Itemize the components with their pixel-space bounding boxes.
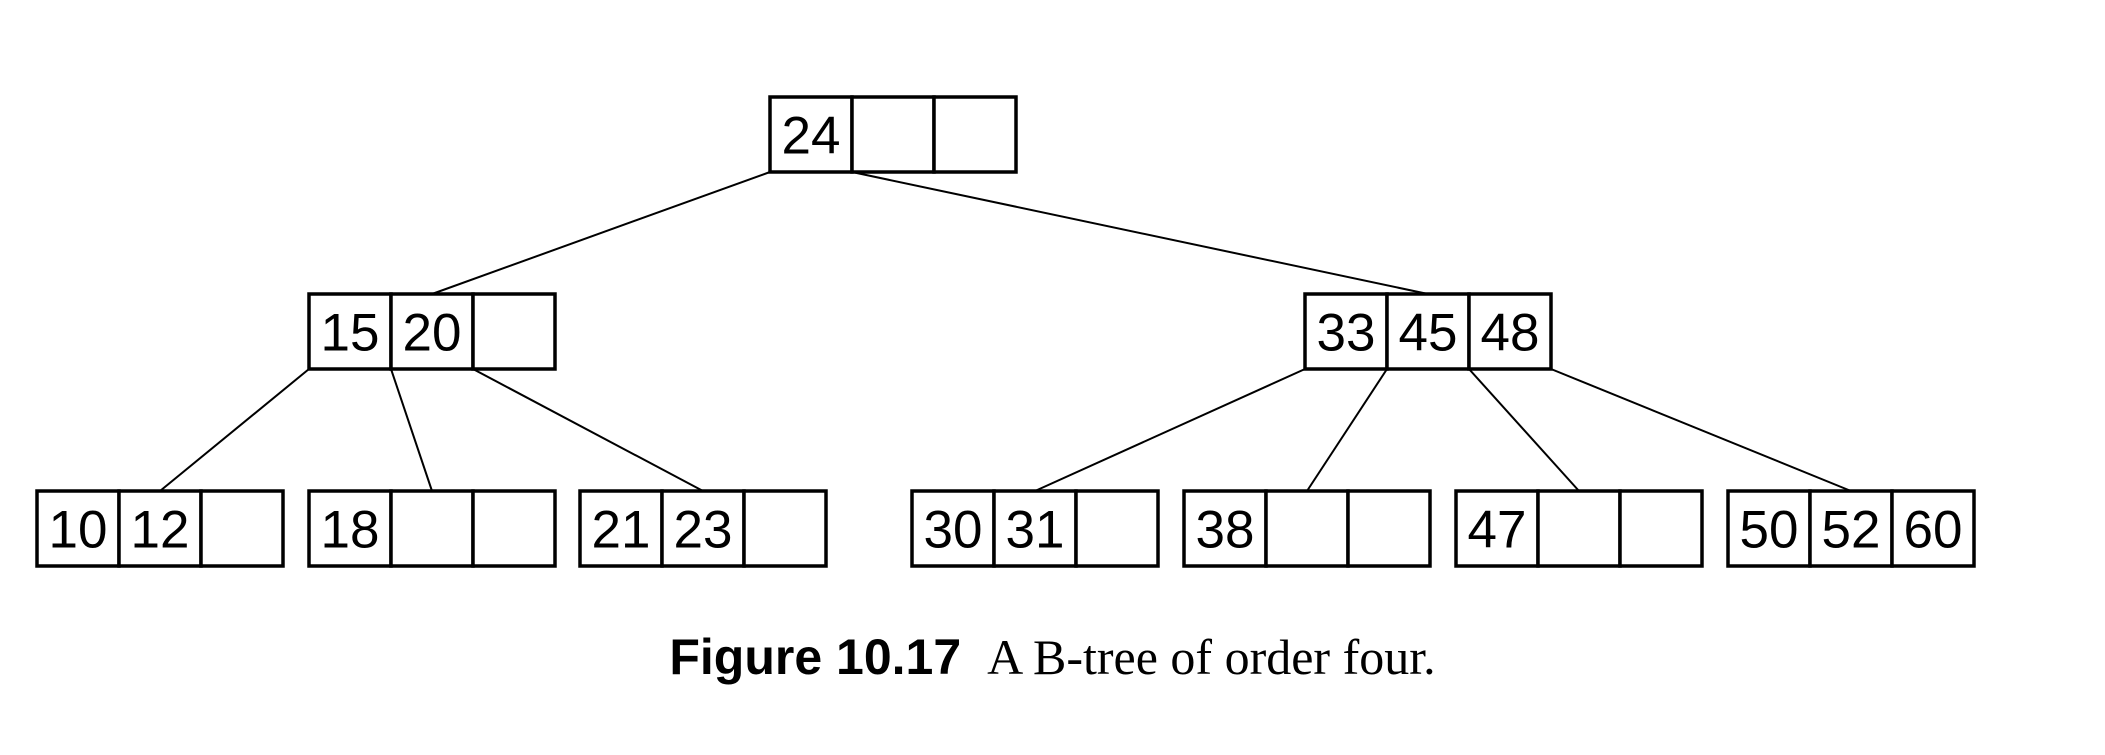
figure-caption: Figure 10.17 A B-tree of order four. [0, 628, 2105, 686]
tree-edge [1468, 368, 1580, 492]
key-value: 38 [1196, 501, 1255, 560]
key-value: 15 [321, 304, 380, 363]
tree-node: 24 [768, 95, 1018, 174]
key-value: 10 [49, 501, 108, 560]
key-value: 18 [321, 501, 380, 560]
key-cell [1618, 489, 1704, 568]
tree-node: 50 52 60 [1726, 489, 1976, 568]
key-cell [1346, 489, 1432, 568]
key-cell [307, 489, 393, 568]
key-cell [1385, 292, 1471, 371]
key-value: 12 [131, 501, 190, 560]
key-cell [742, 489, 828, 568]
key-value: 50 [1740, 501, 1799, 560]
tree-edge [390, 368, 433, 492]
key-cell [1536, 489, 1622, 568]
key-cell [1303, 292, 1389, 371]
caption-label: Figure 10.17 [669, 629, 962, 685]
key-cell [389, 292, 475, 371]
tree-edge [1034, 368, 1306, 492]
key-value: 20 [403, 304, 462, 363]
key-cell [471, 292, 557, 371]
key-value: 23 [674, 501, 733, 560]
key-value: 30 [924, 501, 983, 560]
tree-node: 18 [307, 489, 557, 568]
key-cell [199, 489, 285, 568]
tree-edge [1550, 368, 1852, 492]
key-cell [1467, 292, 1553, 371]
key-cell [850, 95, 936, 174]
tree-node: 47 [1454, 489, 1704, 568]
key-value: 31 [1006, 501, 1065, 560]
key-value: 21 [592, 501, 651, 560]
key-cell [1264, 489, 1350, 568]
key-value: 24 [782, 107, 841, 166]
key-cell [932, 95, 1018, 174]
caption-text: A B-tree of order four. [987, 629, 1436, 685]
tree-node: 33 45 48 [1303, 292, 1553, 371]
tree-edge [1306, 368, 1388, 492]
tree-edge [472, 368, 704, 492]
tree-edge [159, 368, 310, 492]
key-cell [35, 489, 121, 568]
key-value: 48 [1481, 304, 1540, 363]
key-cell [1726, 489, 1812, 568]
key-cell [307, 292, 393, 371]
key-cell [1074, 489, 1160, 568]
key-cell [471, 489, 557, 568]
tree-edges [159, 171, 1852, 492]
tree-edge [851, 171, 1429, 295]
key-cell [389, 489, 475, 568]
tree-edge [431, 171, 771, 295]
key-cell [660, 489, 746, 568]
tree-node: 38 [1182, 489, 1432, 568]
key-cell [1890, 489, 1976, 568]
key-cell [992, 489, 1078, 568]
key-cell [1808, 489, 1894, 568]
key-value: 52 [1822, 501, 1881, 560]
key-value: 47 [1468, 501, 1527, 560]
tree-node: 21 23 [578, 489, 828, 568]
tree-node: 30 31 [910, 489, 1160, 568]
key-value: 60 [1904, 501, 1963, 560]
key-value: 45 [1399, 304, 1458, 363]
key-cell [578, 489, 664, 568]
tree-node: 10 12 [35, 489, 285, 568]
key-value: 33 [1317, 304, 1376, 363]
